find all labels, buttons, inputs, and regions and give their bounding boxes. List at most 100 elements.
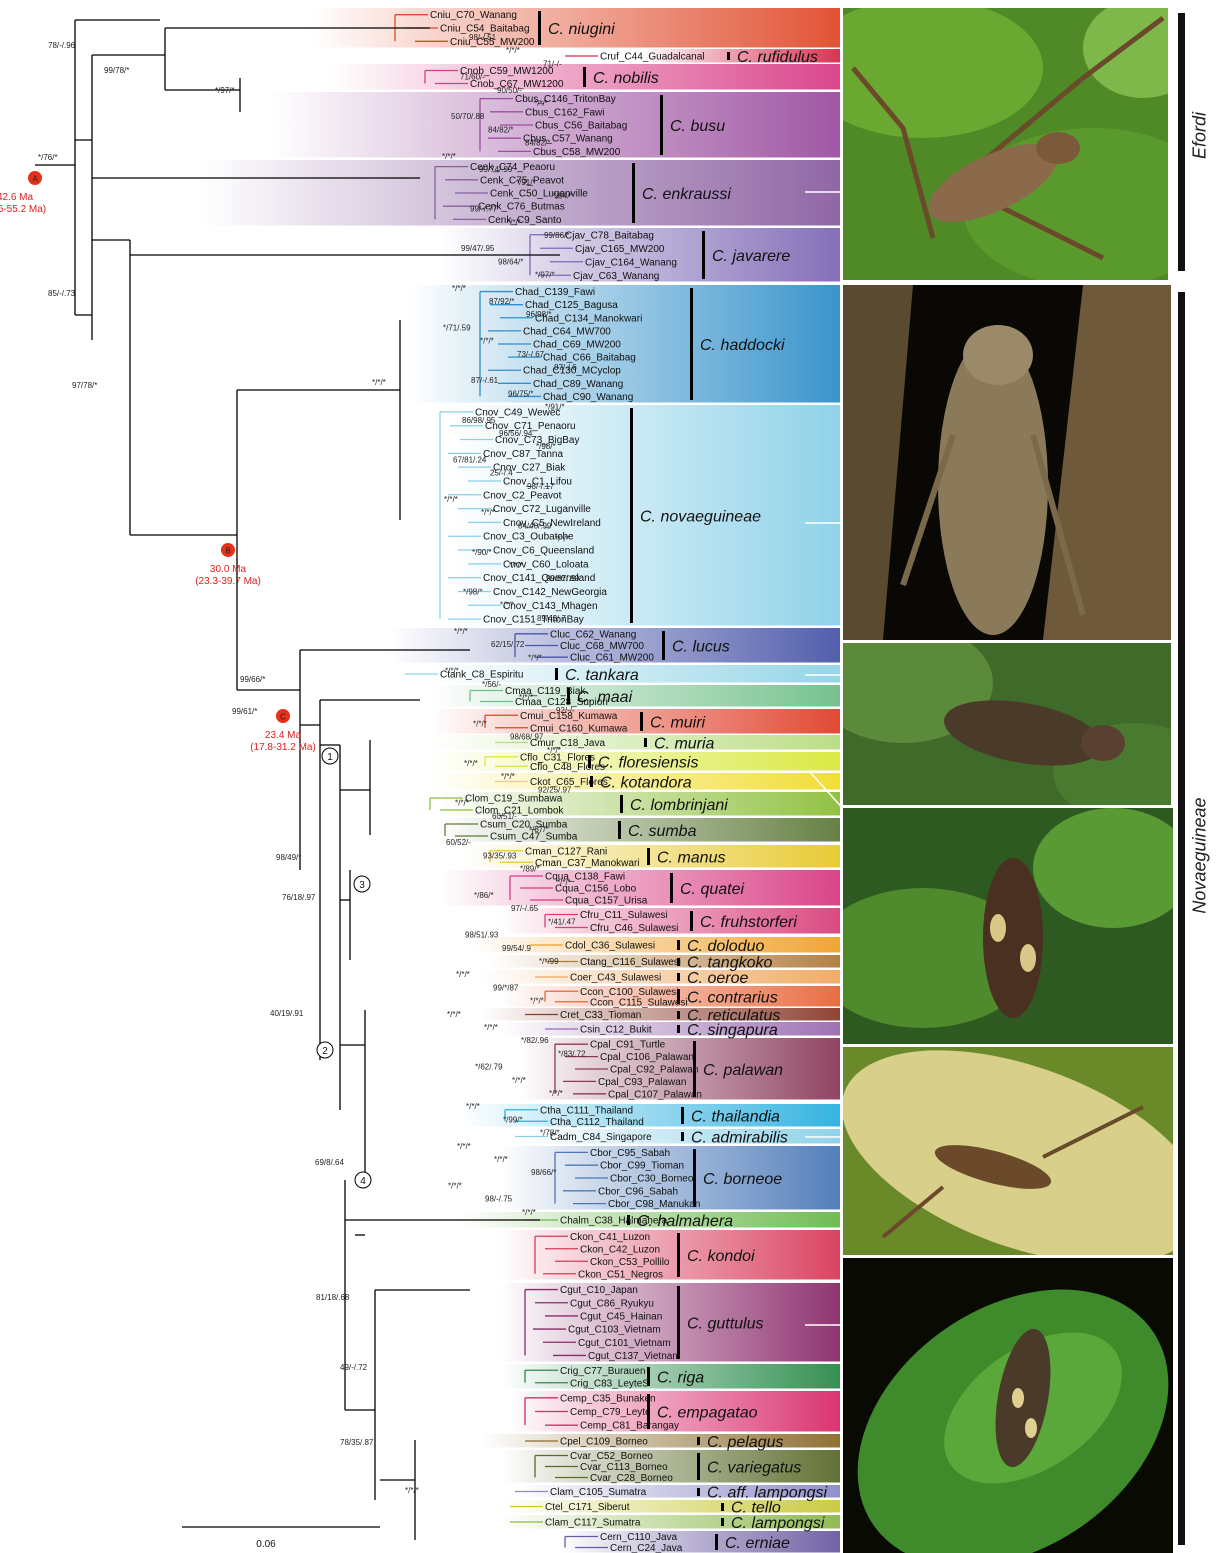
- taxon-label: Crig_C77_Burauen: [560, 1366, 646, 1377]
- clade-bar: [677, 1011, 680, 1019]
- support-value: */87/*: [529, 825, 549, 834]
- support-value: 73/-/.67: [517, 350, 545, 359]
- clade-bar: [702, 231, 705, 279]
- support-value: */*/*: [557, 878, 571, 887]
- support-value: */*/*: [448, 1181, 462, 1190]
- circled-number-text: 3: [359, 880, 365, 891]
- clade-name: C. floresiensis: [598, 755, 698, 772]
- support-value: */*/*: [454, 627, 468, 636]
- taxon-label: Cadm_C84_Singapore: [550, 1132, 652, 1143]
- clade-bar: [721, 1518, 724, 1526]
- taxon-label: Cgut_C137_Vietnam: [588, 1351, 681, 1362]
- clade-bar: [640, 712, 643, 731]
- support-value: 98/66/*: [531, 1168, 556, 1177]
- photo-enkraussi: [843, 8, 1168, 280]
- clade-name: C. lombrinjani: [630, 797, 728, 814]
- support-value: 98/-/.75: [485, 1195, 513, 1204]
- clade-name: C. guttulus: [687, 1316, 763, 1333]
- taxon-label: Cenk_C50_Luganville: [490, 189, 588, 200]
- support-value: */89/*: [520, 865, 540, 874]
- taxon-label: Csin_C12_Bukit: [580, 1025, 652, 1036]
- support-value: */*/*: [519, 693, 533, 702]
- taxon-label: Cjav_C164_Wanang: [585, 257, 677, 268]
- photo-tankara: [843, 643, 1171, 805]
- photo-muria: [843, 808, 1173, 1044]
- taxon-label: Cman_C37_Manokwari: [535, 858, 640, 869]
- clade-name: C. tangkoko: [687, 955, 772, 972]
- taxon-label: Crig_C83_LeyteS: [570, 1378, 649, 1389]
- support-value: 89/42/.7: [537, 614, 566, 623]
- support-value: 84/82/*: [525, 139, 550, 148]
- clade-name: C. sumba: [628, 823, 697, 840]
- taxon-label: Clom_C21_Lombok: [475, 806, 564, 817]
- support-value: 99/86/*: [544, 231, 569, 240]
- support-value: */*/*: [509, 561, 523, 570]
- taxon-label: Coer_C43_Sulawesi: [570, 973, 661, 984]
- support-value: 85/-/.73: [48, 289, 76, 298]
- support-value: 98/-/.51: [469, 33, 497, 42]
- support-value: */99/*: [503, 1115, 523, 1124]
- node-date: 42.6 Ma: [0, 192, 34, 203]
- taxon-label: Cnov_C143_Mhagen: [503, 601, 598, 612]
- taxon-label: Cdol_C36_Sulawesi: [565, 941, 655, 952]
- node-date: 23.4 Ma: [265, 730, 302, 741]
- support-value: */*/*: [480, 337, 494, 346]
- taxon-label: Cman_C127_Rani: [525, 846, 607, 857]
- clade-bar: [681, 1132, 684, 1141]
- clade-bar: [721, 1503, 724, 1511]
- circled-number-text: 2: [322, 1046, 328, 1057]
- taxon-label: Cnov_C72_Luganville: [493, 504, 591, 515]
- clade-band: [430, 735, 840, 750]
- taxon-label: Cern_C110_Java: [600, 1532, 678, 1543]
- clade-name: C. erniae: [725, 1535, 790, 1552]
- support-value: */76/*: [38, 153, 58, 162]
- clade-bar: [677, 1233, 680, 1277]
- taxon-label: Cbor_C30_Borneo: [610, 1174, 694, 1185]
- clade-bar: [677, 1025, 680, 1033]
- node-date-range: (23.3-39.7 Ma): [195, 576, 261, 587]
- support-value: */91/*: [516, 178, 536, 187]
- support-value: 84/40/.99: [518, 521, 552, 530]
- support-value: */62/.79: [475, 1063, 503, 1072]
- taxon-label: Cjav_C165_MW200: [575, 244, 665, 255]
- taxon-label: Cruf_C44_Guadalcanal: [600, 52, 705, 63]
- taxon-label: Cgut_C103_Vietnam: [568, 1325, 661, 1336]
- taxon-label: Ckon_C41_Luzon: [570, 1232, 650, 1243]
- support-value: */*/*: [484, 1023, 498, 1032]
- support-value: */*/*: [457, 1142, 471, 1151]
- clade-name: C. riga: [657, 1370, 704, 1387]
- support-value: 78/-/.96: [48, 41, 76, 50]
- taxon-label: Cjav_C78_Baitabag: [565, 230, 654, 241]
- clade-name: C. borneoe: [703, 1171, 782, 1188]
- taxon-label: Chad_C64_MW700: [523, 326, 611, 337]
- taxon-label: Csum_C20_Sumba: [480, 820, 568, 831]
- support-value: */56/-: [482, 680, 501, 689]
- support-value: */*/*: [494, 1155, 508, 1164]
- support-value: 71/-/-: [543, 59, 562, 68]
- support-value: */*/*: [501, 772, 515, 781]
- efordi-bar: [1178, 13, 1185, 271]
- taxon-label: Ccon_C100_Sulawesi: [580, 987, 678, 998]
- clade-name: C. palawan: [703, 1062, 783, 1079]
- support-value: 40/19/.91: [270, 1009, 304, 1018]
- support-value: */*/99: [539, 957, 559, 966]
- node-letter: B: [225, 547, 230, 556]
- support-value: 87/-/.6: [554, 363, 577, 372]
- taxon-label: Cemp_C35_Bunaken: [560, 1393, 656, 1404]
- clade-name: C. variegatus: [707, 1460, 801, 1477]
- taxon-label: Cnov_C142_NewGeorgia: [493, 587, 607, 598]
- support-value: */*/*: [445, 667, 459, 676]
- taxon-label: Cenk_C9_Santo: [488, 215, 562, 226]
- taxon-label: Cemp_C79_Leyte: [570, 1407, 651, 1418]
- support-value: */91/*: [545, 403, 565, 412]
- support-value: 99/*/87: [493, 983, 519, 992]
- taxon-label: Cgut_C86_Ryukyu: [570, 1298, 654, 1309]
- support-value: */90/*: [472, 548, 492, 557]
- clade-name: C. contrarius: [687, 990, 778, 1007]
- clade-name: C. tello: [731, 1500, 781, 1517]
- clade-name: C. novaeguineae: [640, 509, 761, 526]
- clade-name: C. busu: [670, 118, 725, 135]
- clade-bar: [670, 873, 673, 903]
- circled-number-text: 1: [327, 752, 333, 763]
- taxon-label: Cluc_C68_MW700: [560, 641, 644, 652]
